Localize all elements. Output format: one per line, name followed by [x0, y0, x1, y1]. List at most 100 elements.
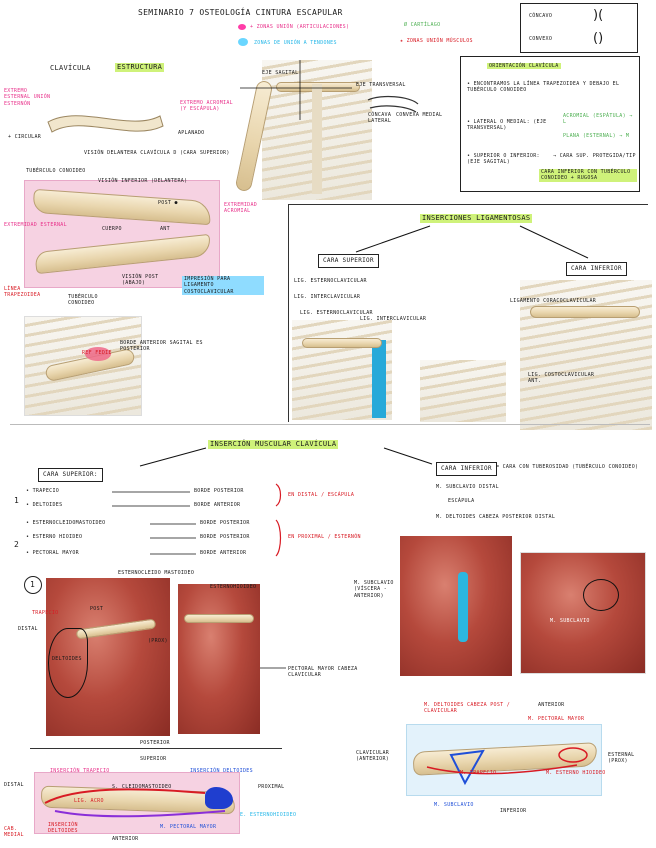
- extremo-acromial-label: EXTREMO ACROMIAL (Y ESCÁPULA): [180, 100, 233, 113]
- diag-distal: DISTAL: [4, 782, 24, 788]
- anat-prox: (PROX): [148, 638, 168, 644]
- diag-r-deltoides: M. DELTOIDES CABEZA POST / CLAVICULAR: [424, 702, 511, 715]
- blue-dot-icon: [238, 38, 248, 46]
- muscular-title: INSERCIÓN MUSCULAR CLAVÍCULA: [208, 440, 339, 449]
- anat-subclavio-label: M. SUBCLAVIO: [550, 618, 590, 624]
- diag-esternohioideo: E. ESTERNOHIOIDEO: [240, 812, 297, 818]
- muscular-divider: [10, 424, 650, 425]
- orientacion-box: ORIENTACIÓN CLAVÍCULA • ENCONTRAMOS LA L…: [460, 56, 640, 192]
- muscle-photo-back: [400, 536, 512, 676]
- orientacion-note-0: ACROMIAL (ESPÁTULA) → L: [563, 113, 633, 126]
- lig-sup-item-0: LIG. ESTERNOCLAVICULAR: [294, 278, 367, 284]
- eje-transversal-label: EJE TRANSVERSAL: [356, 82, 406, 88]
- group2-border-0: BORDE POSTERIOR: [200, 520, 250, 526]
- ext-acromial-label: EXTREMIDAD ACROMIAL: [224, 202, 258, 215]
- convexo-label: CONVEXO: [529, 36, 553, 42]
- group1-name-1: • DELTOIDES: [26, 502, 63, 508]
- clavicle-muscle-diagram: [34, 772, 240, 834]
- anat-distal: DISTAL: [18, 626, 38, 632]
- legend-red: ★ ZONAS UNIÓN MÚSCULOS: [400, 38, 473, 44]
- diag-posterior: POSTERIOR: [140, 740, 170, 746]
- ligament-photo-front: [292, 320, 392, 420]
- group2-name-2: • PECTORAL MAYOR: [26, 550, 79, 556]
- lig-cara-superior: CARA SUPERIOR: [318, 254, 379, 268]
- anat-subclavio: M. SUBCLAVIO (VÍSCERA - ANTERIOR): [354, 580, 394, 599]
- diag-superior: SUPERIOR: [140, 756, 167, 762]
- ref-label: REF FEDIE: [82, 350, 112, 356]
- orientacion-title: ORIENTACIÓN CLAVÍCULA: [487, 63, 561, 70]
- anat-deltoides: DELTOIDES: [52, 656, 82, 662]
- muscle-photo-side: [178, 584, 260, 734]
- group1-note: EN DISTAL / ESCÁPULA: [288, 492, 355, 498]
- lig-photo-label-0: LIG. ESTERNOCLAVICULAR: [300, 310, 373, 316]
- orientacion-note-3: CARA INFERIOR CON TUBÉRCULO CONOIDEO + R…: [539, 169, 637, 182]
- diag-cab-medial: CAB. MEDIAL: [4, 826, 24, 839]
- bottom-divider: [30, 748, 282, 749]
- group1-name-0: • TRAPECIO: [26, 488, 60, 494]
- concavo-label: CÓNCAVO: [529, 13, 553, 19]
- convexa-medial-label: CONVEXA MEDIAL: [396, 112, 443, 118]
- clavicle-right-diagram: [406, 724, 602, 796]
- lig-cara-inferior: CARA INFERIOR: [566, 262, 627, 276]
- group2-name-0: • ESTERNOCLEIDOMASTOIDEO: [26, 520, 106, 526]
- clavicle-views-panel: [24, 180, 220, 288]
- lig-photo-label-1: LIG. INTERCLAVICULAR: [360, 316, 427, 322]
- orientacion-note-2: → CARA SUP. PROTEGIDA/TIP: [553, 153, 636, 159]
- diag-r-esternal: ESTERNAL (PROX): [608, 752, 635, 765]
- diag-r-pectoral: M. PECTORAL MAYOR: [528, 716, 585, 722]
- lig-inf-item-1: LIG. COSTOCLAVICULAR ANT.: [528, 372, 595, 385]
- legend-green: Ø CARTÍLAGO: [404, 22, 441, 28]
- diag-proximal: PROXIMAL: [258, 784, 285, 790]
- group1-border-1: BORDE ANTERIOR: [194, 502, 241, 508]
- legend-pink: + ZONAS UNIÓN (ARTICULACIONES): [250, 24, 350, 30]
- ligament-photo-small: [420, 360, 506, 422]
- vision-inferior-label: VISIÓN INFERIOR (DELANTERA): [98, 178, 188, 184]
- group2-border-1: BORDE POSTERIOR: [200, 534, 250, 540]
- diag-pectoral: M. PECTORAL MAYOR: [160, 824, 217, 830]
- diag-cleido: S. CLEIDOMASTOIDEO: [112, 784, 172, 790]
- anat-esternohioideo: ESTERNOHIOIDEO: [210, 584, 257, 590]
- anat-trapecio: TRAPECIO: [32, 610, 59, 616]
- group2-name-1: • ESTERNO HIOIDEO: [26, 534, 83, 540]
- diag-deltoides: INSERCIÓN DELTOIDES: [190, 768, 253, 774]
- muscle-outlines: [44, 788, 226, 818]
- vision-anterior-label: VISIÓN DELANTERA CLAVÍCULA D (CARA SUPER…: [84, 150, 230, 156]
- mus-inf-item-2: M. DELTOIDES CABEZA POSTERIOR DISTAL: [436, 514, 556, 520]
- impresion-label: IMPRESIÓN PARA LIGAMENTO COSTOCLAVICULAR: [182, 276, 264, 295]
- right-muscle-outlines: [426, 747, 588, 786]
- legend-blue: ZONAS DE UNIÓN A TENDONES: [254, 40, 337, 46]
- group1-num: 1: [14, 496, 20, 505]
- diag-r-esterno: M. ESTERNO HIOIDEO: [546, 770, 606, 776]
- anat-post: POST: [90, 606, 104, 612]
- diag-anterior: ANTERIOR: [112, 836, 139, 842]
- diag-r-clavicular: CLAVICULAR (ANTERIOR): [356, 750, 390, 763]
- tuberosidad-label: TUBÉRCULO CONOIDEO: [26, 168, 86, 174]
- section-divider-h: [288, 204, 648, 205]
- ext-esternal-label: EXTREMIDAD ESTERNAL: [4, 222, 67, 228]
- group2-num: 2: [14, 540, 20, 549]
- post-label: POST ●: [158, 200, 178, 206]
- diag-insercion-deltoides: INSERCIÓN DELTOIDES: [48, 822, 78, 835]
- mus-inf-item-0: M. SUBCLAVIO DISTAL: [436, 484, 499, 490]
- mus-cara-inferior: CARA INFERIOR: [436, 462, 497, 476]
- tuberculo-conoideo-label: TUBÉRCULO CONOIDEO: [68, 294, 98, 307]
- concava-lateral-label: CÓNCAVA LATERAL: [368, 112, 392, 125]
- linea-trapezoidea-label: LÍNEA TRAPEZOIDEA: [4, 286, 41, 299]
- diag-lig-acro: LIG. ACRO: [74, 798, 104, 804]
- lig-sup-item-1: LIG. INTERCLAVICULAR: [294, 294, 361, 300]
- convex-symbol: (): [593, 31, 604, 46]
- vision-post-label: VISIÓN POST (ABAJO): [122, 274, 159, 287]
- ant-label: ANT: [160, 226, 170, 232]
- page-title: SEMINARIO 7 OSTEOLOGÍA CINTURA ESCAPULAR: [138, 8, 343, 17]
- muscle-photo-front: [46, 578, 170, 736]
- group2-note: EN PROXIMAL / ESTERNÓN: [288, 534, 361, 540]
- diag-r-anterior: ANTERIOR: [538, 702, 565, 708]
- mus-cara-superior: CARA SUPERIOR:: [38, 468, 103, 482]
- estructura-tag: ESTRUCTURA: [115, 63, 165, 72]
- group1-border-0: BORDE POSTERIOR: [194, 488, 244, 494]
- pink-dot-icon: [238, 24, 246, 30]
